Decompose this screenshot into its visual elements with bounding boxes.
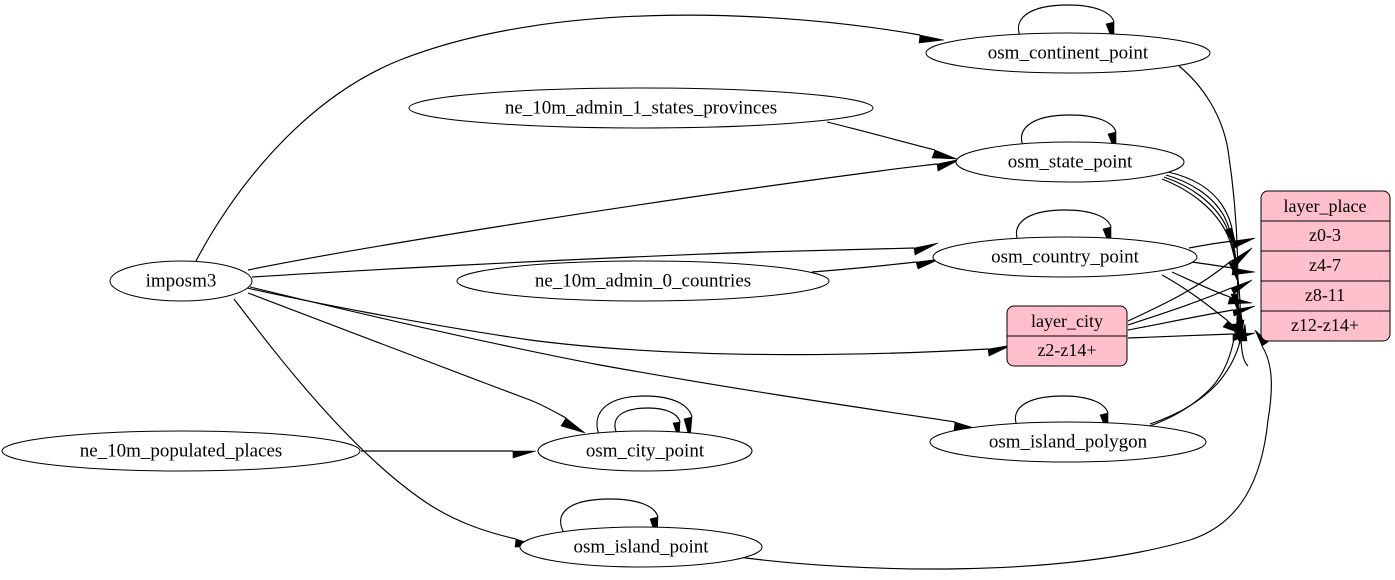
record-node-layer_place[interactable]: layer_place z0-3 z4-7 z8-11 z12-z14+ [1260, 190, 1391, 342]
edge-osm_island_polygon-to-layer_place-z8-11 [1146, 305, 1244, 428]
node-osm_continent_point[interactable]: osm_continent_point [925, 32, 1211, 74]
layer_city-header-label: layer_city [1031, 311, 1103, 331]
edge-imposm3-to-osm_island_point [233, 298, 540, 548]
node-osm_city_point-label: osm_city_point [586, 440, 705, 461]
edge-imposm3-to-layer_city [246, 287, 1013, 357]
node-ne_10m_admin_1_states_provinces[interactable]: ne_10m_admin_1_states_provinces [408, 87, 874, 129]
layer_place-row-z0-3-label: z0-3 [1309, 225, 1341, 245]
record-node-layer_city[interactable]: layer_city z2-z14+ [1006, 305, 1128, 367]
edge-osm_state_point-to-layer_place-z0-3 [1167, 171, 1238, 250]
node-imposm3[interactable]: imposm3 [109, 260, 253, 302]
node-osm_continent_point-label: osm_continent_point [988, 42, 1149, 63]
edge-imposm3-to-osm_country_point [251, 242, 939, 278]
layer_place-row-z12-z14-label: z12-z14+ [1291, 315, 1359, 335]
edge-imposm3-to-osm_state_point [247, 158, 962, 271]
node-ne_places-label: ne_10m_populated_places [80, 440, 283, 461]
edge-osm_country_point-to-layer_place-z12 [1161, 274, 1246, 336]
node-osm_island_point[interactable]: osm_island_point [519, 526, 763, 568]
edge-osm_country_point-to-layer_place-z8-11 [1171, 271, 1253, 305]
node-osm_island_polygon-label: osm_island_polygon [989, 431, 1148, 452]
node-osm_country_point[interactable]: osm_country_point [932, 236, 1198, 278]
node-imposm3-label: imposm3 [146, 270, 217, 291]
node-ne_states-label: ne_10m_admin_1_states_provinces [505, 97, 777, 118]
node-ne_10m_admin_0_countries[interactable]: ne_10m_admin_0_countries [456, 260, 830, 302]
edge-imposm3-to-osm_island_polygon [249, 286, 979, 431]
node-ne_countries-label: ne_10m_admin_0_countries [535, 270, 751, 291]
edge-ne_states-to-osm_state_point [826, 121, 958, 160]
edge-layer_city-to-layer_place-z0-3 [1127, 247, 1253, 322]
layer_place-row-z8-11-label: z8-11 [1305, 285, 1345, 305]
edge-layer_city-to-layer_place-z12 [1127, 332, 1256, 342]
layer_place-row-z4-7-label: z4-7 [1309, 255, 1341, 275]
edge-imposm3-to-osm_continent_point [195, 14, 945, 262]
edge-osm_country_point-to-layer_place-z4-7 [1190, 261, 1256, 276]
edge-ne_places-to-osm_city_point [361, 450, 537, 459]
node-osm_country_point-label: osm_country_point [991, 246, 1139, 267]
edge-ne_countries-to-osm_country_point [811, 258, 941, 273]
edge-osm_country_point-to-layer_place-z0-3 [1188, 237, 1256, 249]
node-ne_10m_populated_places[interactable]: ne_10m_populated_places [1, 430, 361, 472]
layer_place-header-label: layer_place [1284, 196, 1367, 216]
node-osm_state_point-label: osm_state_point [1008, 151, 1133, 172]
node-osm_city_point[interactable]: osm_city_point [537, 430, 753, 472]
edge-layer_city-to-layer_place-z4-7 [1127, 279, 1253, 326]
layer_city-row-z2-z14-label: z2-z14+ [1037, 340, 1096, 360]
edge-osm_island_polygon-to-layer_place-z12 [1149, 323, 1248, 425]
edge-imposm3-to-osm_city_point [247, 292, 586, 434]
node-osm_state_point[interactable]: osm_state_point [955, 141, 1185, 183]
node-osm_island_point-label: osm_island_point [573, 536, 709, 557]
node-osm_island_polygon[interactable]: osm_island_polygon [929, 421, 1207, 463]
node-layer: imposm3 ne_10m_admin_1_states_provinces … [1, 32, 1211, 568]
